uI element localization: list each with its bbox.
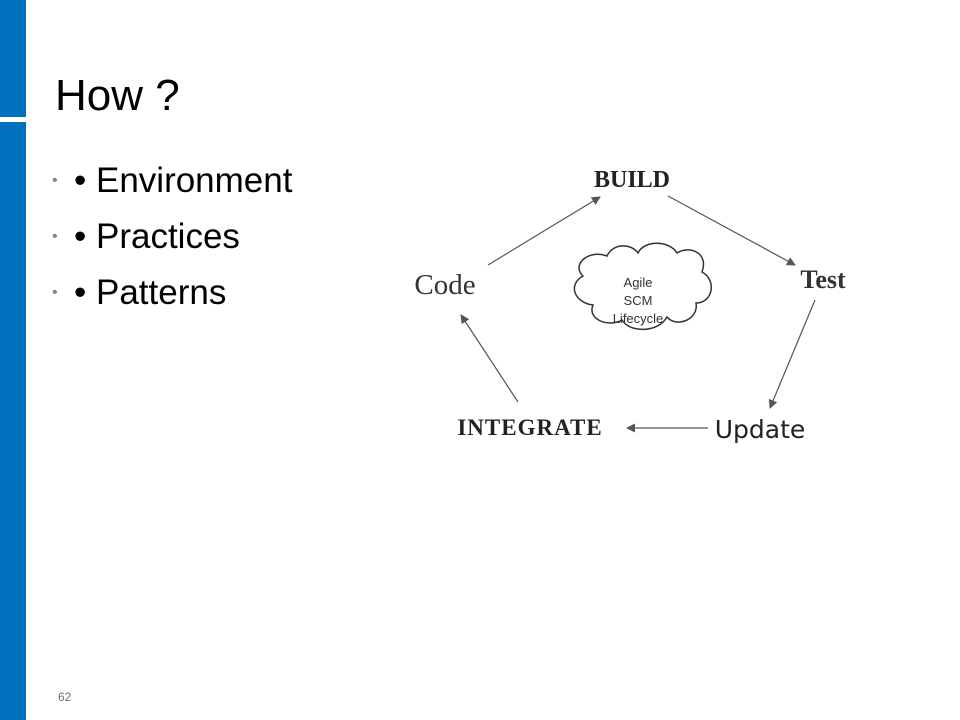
- arrow-integrate-to-code: [460, 314, 519, 403]
- bullet-dot-icon: •: [52, 172, 58, 189]
- accent-side-bar: [0, 0, 26, 720]
- bullet-text: • Practices: [74, 217, 240, 256]
- cloud-shape: [573, 242, 712, 331]
- bullet-item: • • Patterns: [52, 265, 292, 321]
- node-test: Test: [800, 265, 846, 294]
- bullet-text: • Environment: [74, 161, 293, 200]
- bullet-dot-icon: •: [52, 284, 58, 301]
- title-rule: [26, 117, 960, 122]
- cloud-label: Agile: [624, 275, 653, 290]
- bullet-text: • Patterns: [74, 273, 227, 312]
- bullet-dot-icon: •: [52, 228, 58, 245]
- node-code: Code: [414, 269, 475, 301]
- bullet-list: • • Environment • • Practices • • Patterns: [52, 153, 292, 321]
- arrow-test-to-update: [768, 299, 816, 409]
- arrow-code-to-build: [487, 196, 601, 266]
- slide-number: 62: [58, 690, 72, 704]
- cloud-label: Lifecycle: [613, 311, 664, 326]
- node-build: BUILD: [594, 167, 670, 193]
- node-update: Update: [715, 415, 806, 444]
- cloud-label: SCM: [624, 293, 653, 308]
- scm-lifecycle-diagram: Agile SCM Lifecycle BUILD Test Update IN…: [414, 167, 846, 444]
- bullet-item: • • Environment: [52, 153, 292, 209]
- node-integrate: INTEGRATE: [457, 415, 602, 440]
- bullet-item: • • Practices: [52, 209, 292, 265]
- arrow-build-to-test: [667, 195, 796, 266]
- side-bar-gap: [0, 117, 26, 122]
- slide-title: How ?: [55, 71, 180, 120]
